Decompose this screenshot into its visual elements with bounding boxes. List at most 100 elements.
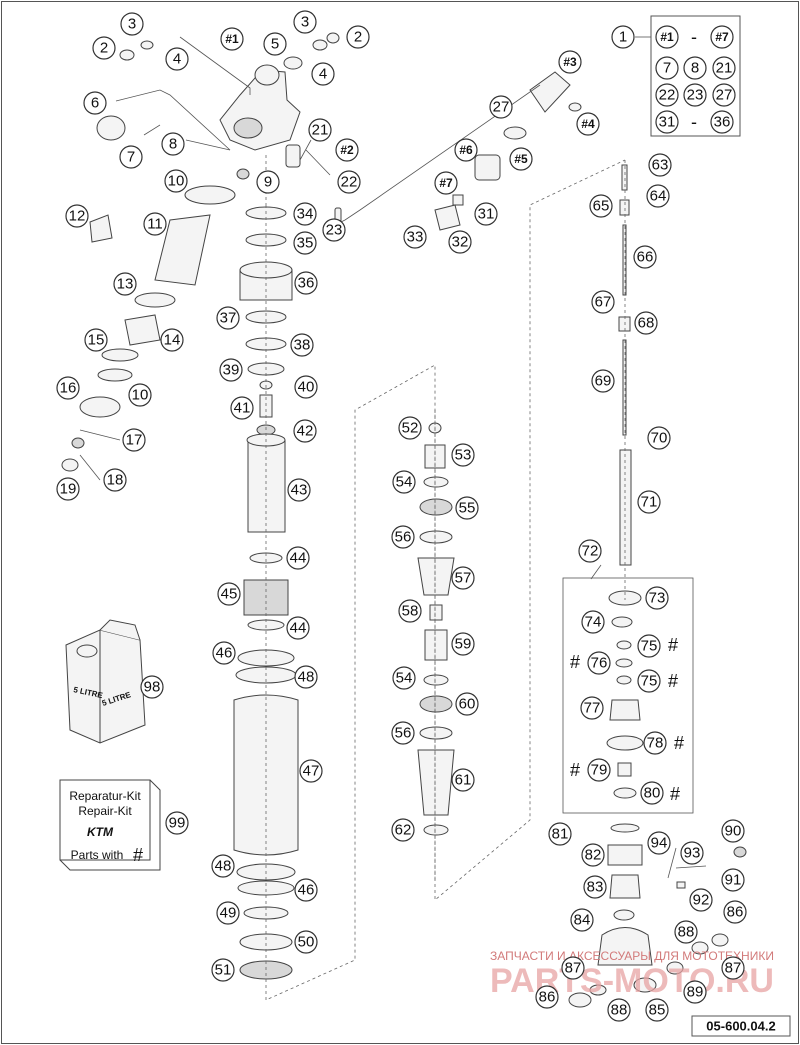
callout-c92: 92 xyxy=(689,888,713,912)
repair-kit-card: Reparatur-Kit Repair-Kit KTM Parts with … xyxy=(59,779,161,871)
callout-circle xyxy=(294,271,318,295)
callout-number: 66 xyxy=(637,249,654,266)
callout-c44b: 44 xyxy=(286,616,310,640)
callout-circle xyxy=(92,36,116,60)
callout-c41: 41 xyxy=(230,396,254,420)
callout-circle xyxy=(286,546,310,570)
callout-circle xyxy=(211,958,235,982)
callout-number: 99 xyxy=(169,815,186,832)
callout-circle xyxy=(122,428,146,452)
callout-circle xyxy=(680,841,704,865)
callout-circle xyxy=(335,138,359,162)
callout-c61: 61 xyxy=(451,768,475,792)
callout-c49: 49 xyxy=(216,901,240,925)
callout-circle xyxy=(723,900,747,924)
callout-c85: 85 xyxy=(645,998,669,1022)
callout-circle xyxy=(474,202,498,226)
callout-c75b: 75 xyxy=(637,669,661,693)
document-number: 05-600.04.2 xyxy=(706,1019,775,1034)
callout-circle xyxy=(489,95,513,119)
callout-number: 39 xyxy=(223,362,240,379)
callout-circle xyxy=(578,539,602,563)
callout-number: 12 xyxy=(69,208,86,225)
callout-circle xyxy=(311,62,335,86)
oil-can-illustration: 5 LITRE 5 LITRE xyxy=(65,619,146,744)
callout-circle xyxy=(220,27,244,51)
hash-75a: # xyxy=(668,635,678,655)
callout-circle xyxy=(611,25,635,49)
legend-to-36: 36 xyxy=(710,110,734,134)
callout-number: 78 xyxy=(647,735,664,752)
callout-circle xyxy=(721,819,745,843)
callout-number: 68 xyxy=(638,315,655,332)
callout-c31: 31 xyxy=(474,202,498,226)
callout-number: 48 xyxy=(298,669,315,686)
repair-kit-line-de: Reparatur-Kit xyxy=(69,789,141,803)
callout-circle xyxy=(570,908,594,932)
callout-c88a: 88 xyxy=(674,920,698,944)
callout-circle xyxy=(113,272,137,296)
callout-c3a: 3 xyxy=(120,12,144,36)
repair-kit-parts-with: Parts with xyxy=(71,848,124,862)
callout-number: 6 xyxy=(91,95,99,112)
callout-c3b: 3 xyxy=(293,10,317,34)
callout-number: 61 xyxy=(455,772,472,789)
callout-circle xyxy=(216,901,240,925)
callout-circle xyxy=(451,632,475,656)
callout-number: 8 xyxy=(169,136,177,153)
callout-c74: 74 xyxy=(581,610,605,634)
callout-number: 47 xyxy=(303,763,320,780)
callout-number: 69 xyxy=(595,373,612,390)
callout-c59: 59 xyxy=(451,632,475,656)
callout-number: 14 xyxy=(164,332,181,349)
callout-number: 82 xyxy=(585,847,602,864)
callout-number: 9 xyxy=(264,174,272,191)
callout-circle xyxy=(640,781,664,805)
callout-circle xyxy=(293,419,317,443)
callout-c36: 36 xyxy=(294,271,318,295)
callout-number: 34 xyxy=(297,206,314,223)
callout-circle xyxy=(161,132,185,156)
callout-number: 75 xyxy=(641,673,658,690)
legend-item-7: 7 xyxy=(655,56,679,80)
callout-number: 44 xyxy=(290,550,307,567)
callout-c83: 83 xyxy=(583,875,607,899)
watermark-small: ЗАПЧАСТИ И АКСЕССУАРЫ ДЛЯ МОТОТЕХНИКИ xyxy=(490,949,774,963)
callout-number: 88 xyxy=(611,1002,628,1019)
callout-circle xyxy=(637,490,661,514)
callout-number: 86 xyxy=(539,989,556,1006)
callout-circle xyxy=(721,868,745,892)
callout-number: 55 xyxy=(459,500,476,517)
callout-c39: 39 xyxy=(219,358,243,382)
callout-circle xyxy=(451,566,475,590)
callout-number: 4 xyxy=(173,51,181,68)
callout-circle xyxy=(721,956,745,980)
callout-circle xyxy=(454,138,478,162)
callout-c78: 78 xyxy=(643,731,667,755)
callout-number: 45 xyxy=(221,586,238,603)
callout-number: 93 xyxy=(684,845,701,862)
callout-circle xyxy=(212,641,236,665)
callout-c13: 13 xyxy=(113,272,137,296)
callout-circle xyxy=(448,230,472,254)
callout-s5: #5 xyxy=(509,147,533,171)
legend-from-1: #1 xyxy=(655,25,679,49)
callout-circle xyxy=(581,610,605,634)
callout-c17: 17 xyxy=(122,428,146,452)
callout-number: 43 xyxy=(291,482,308,499)
callout-circle xyxy=(587,651,611,675)
callout-circle xyxy=(293,10,317,34)
callout-number: 85 xyxy=(649,1002,666,1019)
callout-c64: 64 xyxy=(646,184,670,208)
callout-number: 41 xyxy=(234,400,251,417)
callout-circle xyxy=(683,980,707,1004)
repair-kit-hash-marks: # # # # # # xyxy=(570,635,684,804)
callout-circle xyxy=(561,956,585,980)
legend-dash-2: - xyxy=(691,112,697,132)
callout-number: 84 xyxy=(574,912,591,929)
callout-number: 81 xyxy=(552,826,569,843)
callout-c14: 14 xyxy=(160,328,184,352)
callout-circle xyxy=(219,358,243,382)
callout-number: 33 xyxy=(407,229,424,246)
callout-c35: 35 xyxy=(293,231,317,255)
